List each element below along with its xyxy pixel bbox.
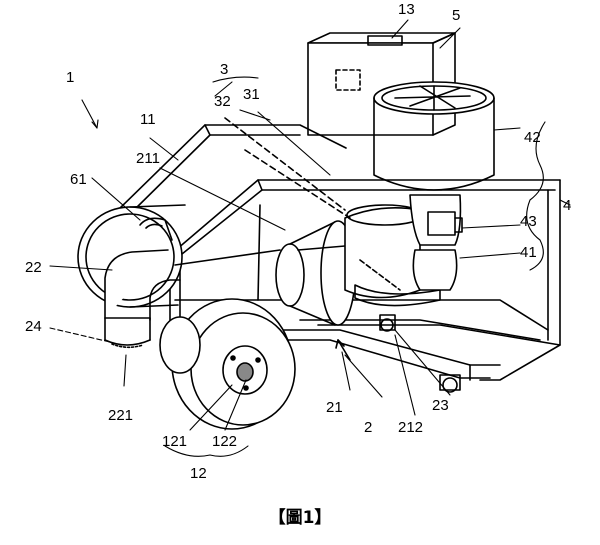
label-221: 221 xyxy=(108,407,133,424)
label-4: 4 xyxy=(563,197,571,214)
label-42: 42 xyxy=(524,129,541,146)
label-43: 43 xyxy=(520,213,537,230)
label-22: 22 xyxy=(25,259,42,276)
label-5: 5 xyxy=(452,7,460,24)
label-13: 13 xyxy=(398,1,415,18)
label-23: 23 xyxy=(432,397,449,414)
label-41: 41 xyxy=(520,244,537,261)
figure-caption: 【圖1】 xyxy=(268,508,332,528)
reference-labels: 1 3 5 13 11 32 31 42 4 43 41 211 61 22 2… xyxy=(25,1,571,482)
label-11: 11 xyxy=(140,111,156,128)
label-3: 3 xyxy=(220,61,228,78)
leader-lines xyxy=(49,19,571,457)
label-31: 31 xyxy=(243,86,260,103)
blower-assembly xyxy=(373,81,495,291)
label-32: 32 xyxy=(214,93,231,110)
label-21: 21 xyxy=(326,399,343,416)
indicator-arrow xyxy=(335,339,351,361)
wheel xyxy=(171,298,296,430)
label-12: 12 xyxy=(190,465,207,482)
separator-tank xyxy=(224,117,441,307)
label-212: 212 xyxy=(398,419,423,436)
front-wheel xyxy=(159,316,201,374)
label-211: 211 xyxy=(136,150,160,167)
label-1: 1 xyxy=(66,69,74,86)
label-122: 122 xyxy=(212,433,237,450)
label-2: 2 xyxy=(364,419,372,436)
label-121: 121 xyxy=(162,433,187,450)
label-61: 61 xyxy=(70,171,87,188)
label-24: 24 xyxy=(25,318,42,335)
outlet-pipe xyxy=(104,249,181,349)
